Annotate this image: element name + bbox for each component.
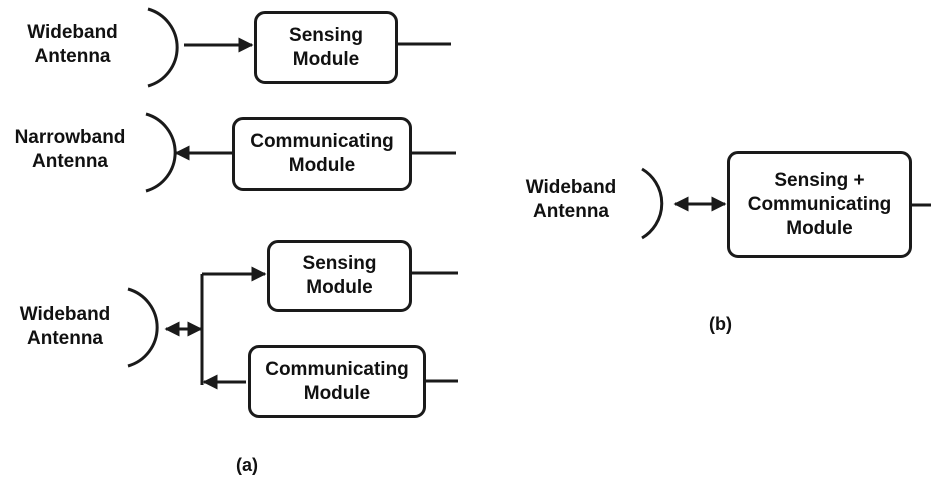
sensing-communicating-module-label: Sensing + Communicating Module: [747, 169, 892, 239]
antenna-label-top: Wideband Antenna: [27, 22, 118, 67]
antenna-label-middle: Narrowband Antenna: [14, 127, 126, 172]
communicating-module-middle-label: Communicating Module: [250, 131, 394, 176]
antenna-label-b: Wideband Antenna: [525, 177, 617, 222]
communicating-module-middle: Communicating Module: [232, 117, 412, 191]
antenna-wideband-b-icon: [641, 167, 664, 240]
antenna-label-bottom: Wideband Antenna: [19, 304, 111, 349]
sensing-module-bottom-label: Sensing Module: [302, 253, 377, 298]
sensing-module-top: Sensing Module: [254, 11, 398, 84]
sensing-module-bottom: Sensing Module: [267, 240, 412, 312]
antenna-wideband-top-icon: [147, 7, 179, 88]
sensing-module-top-label: Sensing Module: [289, 24, 363, 70]
communicating-module-bottom: Communicating Module: [248, 345, 426, 418]
communicating-module-bottom-label: Communicating Module: [265, 358, 409, 404]
antenna-narrowband-icon: [145, 112, 177, 193]
antenna-wideband-bottom-icon: [127, 287, 159, 368]
caption-a: (a): [236, 455, 258, 475]
caption-b: (b): [709, 314, 732, 334]
sensing-communicating-module: Sensing + Communicating Module: [727, 151, 912, 258]
